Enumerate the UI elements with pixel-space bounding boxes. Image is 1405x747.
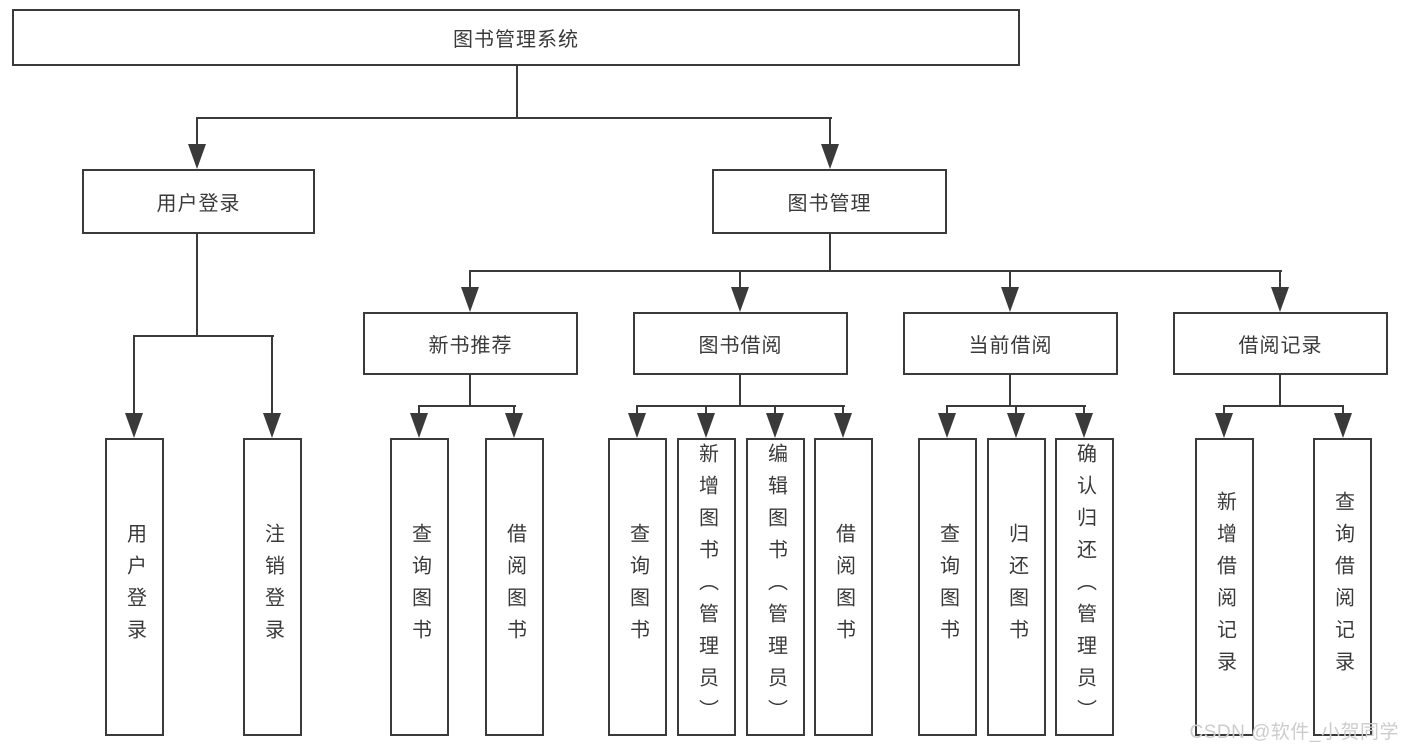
arrow-into-book-borrow	[731, 271, 749, 312]
leaf-query-borrow-record: 查询借阅记录	[1313, 438, 1372, 736]
node-borrow-records: 借阅记录	[1173, 312, 1388, 375]
leaf-add-borrow-record: 新增借阅记录	[1195, 438, 1254, 736]
arrow-into-leaf-add-book-admin	[697, 406, 715, 438]
node-new-book-recommend: 新书推荐	[363, 312, 578, 375]
node-book-management-label: 图书管理	[787, 193, 872, 215]
arrow-into-leaf-edit-book-admin	[766, 406, 784, 438]
arrow-into-leaf-query-book-2	[628, 406, 646, 438]
csdn-watermark: CSDN @软件_小贺同学	[1189, 722, 1399, 743]
node-borrow-records-label: 借阅记录	[1238, 335, 1323, 357]
leaf-query-book-1: 查询图书	[390, 438, 449, 736]
connector-book-management-span	[469, 270, 1282, 272]
leaf-add-borrow-record-label: 新增借阅记录	[1213, 491, 1236, 683]
node-book-borrow-label: 图书借阅	[698, 335, 783, 357]
node-current-borrow-label: 当前借阅	[968, 335, 1053, 357]
leaf-logout: 注销登录	[243, 438, 302, 736]
connector-book-borrow-span	[636, 405, 845, 407]
arrow-into-leaf-return-book	[1007, 406, 1025, 438]
arrow-into-borrow-records	[1271, 271, 1289, 312]
arrow-into-leaf-confirm-return-admin	[1075, 406, 1093, 438]
leaf-borrow-book-1: 借阅图书	[485, 438, 544, 736]
node-user-login: 用户登录	[82, 169, 315, 234]
arrow-into-leaf-borrow-book-1	[505, 406, 523, 438]
leaf-borrow-book-2-label: 借阅图书	[832, 523, 855, 651]
leaf-query-book-3-label: 查询图书	[936, 523, 959, 651]
leaf-borrow-book-2: 借阅图书	[814, 438, 873, 736]
leaf-user-login: 用户登录	[105, 438, 164, 736]
node-current-borrow: 当前借阅	[903, 312, 1118, 375]
leaf-edit-book-admin: 编辑图书（管理员）	[746, 438, 805, 736]
node-library-system-label: 图书管理系统	[453, 29, 579, 51]
leaf-borrow-book-1-label: 借阅图书	[503, 523, 526, 651]
leaf-query-book-3: 查询图书	[918, 438, 977, 736]
arrow-into-user-login	[188, 118, 206, 169]
node-user-login-label: 用户登录	[156, 193, 241, 215]
arrow-into-leaf-user-login	[125, 336, 143, 438]
connector-borrow-records-span	[1223, 405, 1344, 407]
connector-user-login-span	[133, 335, 274, 337]
leaf-add-book-admin: 新增图书（管理员）	[677, 438, 736, 736]
arrow-into-leaf-borrow-book-2	[834, 406, 852, 438]
leaf-query-book-2-label: 查询图书	[626, 523, 649, 651]
connector-user-login-stem	[196, 233, 198, 337]
connector-new-book-recommend-stem	[469, 375, 471, 407]
arrow-into-new-book-recommend	[461, 271, 479, 312]
arrow-into-leaf-query-book-1	[410, 406, 428, 438]
connector-root-stem	[516, 65, 518, 118]
leaf-return-book: 归还图书	[987, 438, 1046, 736]
leaf-confirm-return-admin-label: 确认归还（管理员）	[1073, 443, 1096, 731]
node-library-system: 图书管理系统	[12, 9, 1020, 66]
leaf-edit-book-admin-label: 编辑图书（管理员）	[764, 443, 787, 731]
leaf-confirm-return-admin: 确认归还（管理员）	[1055, 438, 1114, 736]
connector-book-management-stem	[829, 233, 831, 272]
leaf-query-book-1-label: 查询图书	[408, 523, 431, 651]
connector-new-book-recommend-span	[418, 405, 516, 407]
leaf-query-borrow-record-label: 查询借阅记录	[1331, 491, 1354, 683]
connector-root-span	[196, 117, 832, 119]
arrow-into-book-management	[821, 118, 839, 169]
leaf-user-login-label: 用户登录	[123, 523, 146, 651]
leaf-logout-label: 注销登录	[261, 523, 284, 651]
arrow-into-leaf-query-book-3	[938, 406, 956, 438]
arrow-into-leaf-query-borrow-record	[1334, 406, 1352, 438]
connector-borrow-records-stem	[1279, 375, 1281, 407]
arrow-into-leaf-add-borrow-record	[1215, 406, 1233, 438]
connector-book-borrow-stem	[739, 375, 741, 407]
leaf-add-book-admin-label: 新增图书（管理员）	[695, 443, 718, 731]
leaf-query-book-2: 查询图书	[608, 438, 667, 736]
connector-current-borrow-stem	[1009, 375, 1011, 407]
node-new-book-recommend-label: 新书推荐	[428, 335, 513, 357]
leaf-return-book-label: 归还图书	[1005, 523, 1028, 651]
arrow-into-leaf-logout	[263, 336, 281, 438]
node-book-management: 图书管理	[712, 169, 947, 234]
node-book-borrow: 图书借阅	[633, 312, 848, 375]
arrow-into-current-borrow	[1001, 271, 1019, 312]
